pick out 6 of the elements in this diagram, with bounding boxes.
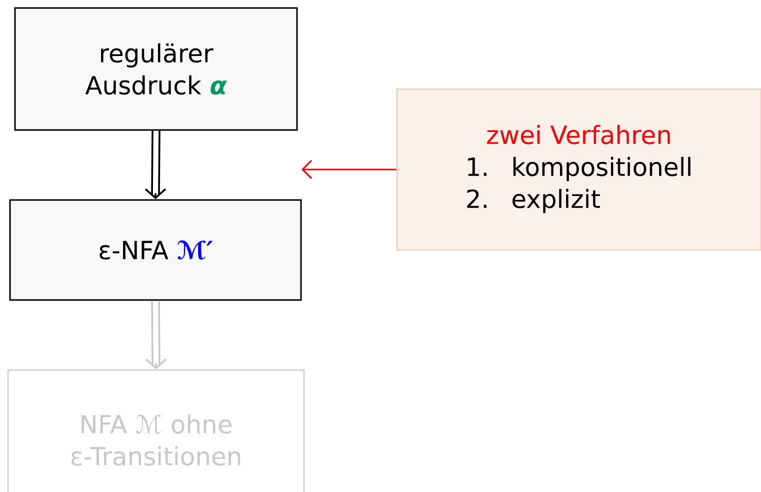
process-box: regulärer Ausdruck α (14, 7, 298, 131)
arrow (145, 300, 167, 370)
arrow (301, 160, 396, 180)
arrow (144, 130, 166, 200)
process-box: ε-NFA ℳ′ (9, 199, 302, 301)
note-box: zwei Verfahren 1. kompositionell 2. explizit (396, 88, 761, 251)
